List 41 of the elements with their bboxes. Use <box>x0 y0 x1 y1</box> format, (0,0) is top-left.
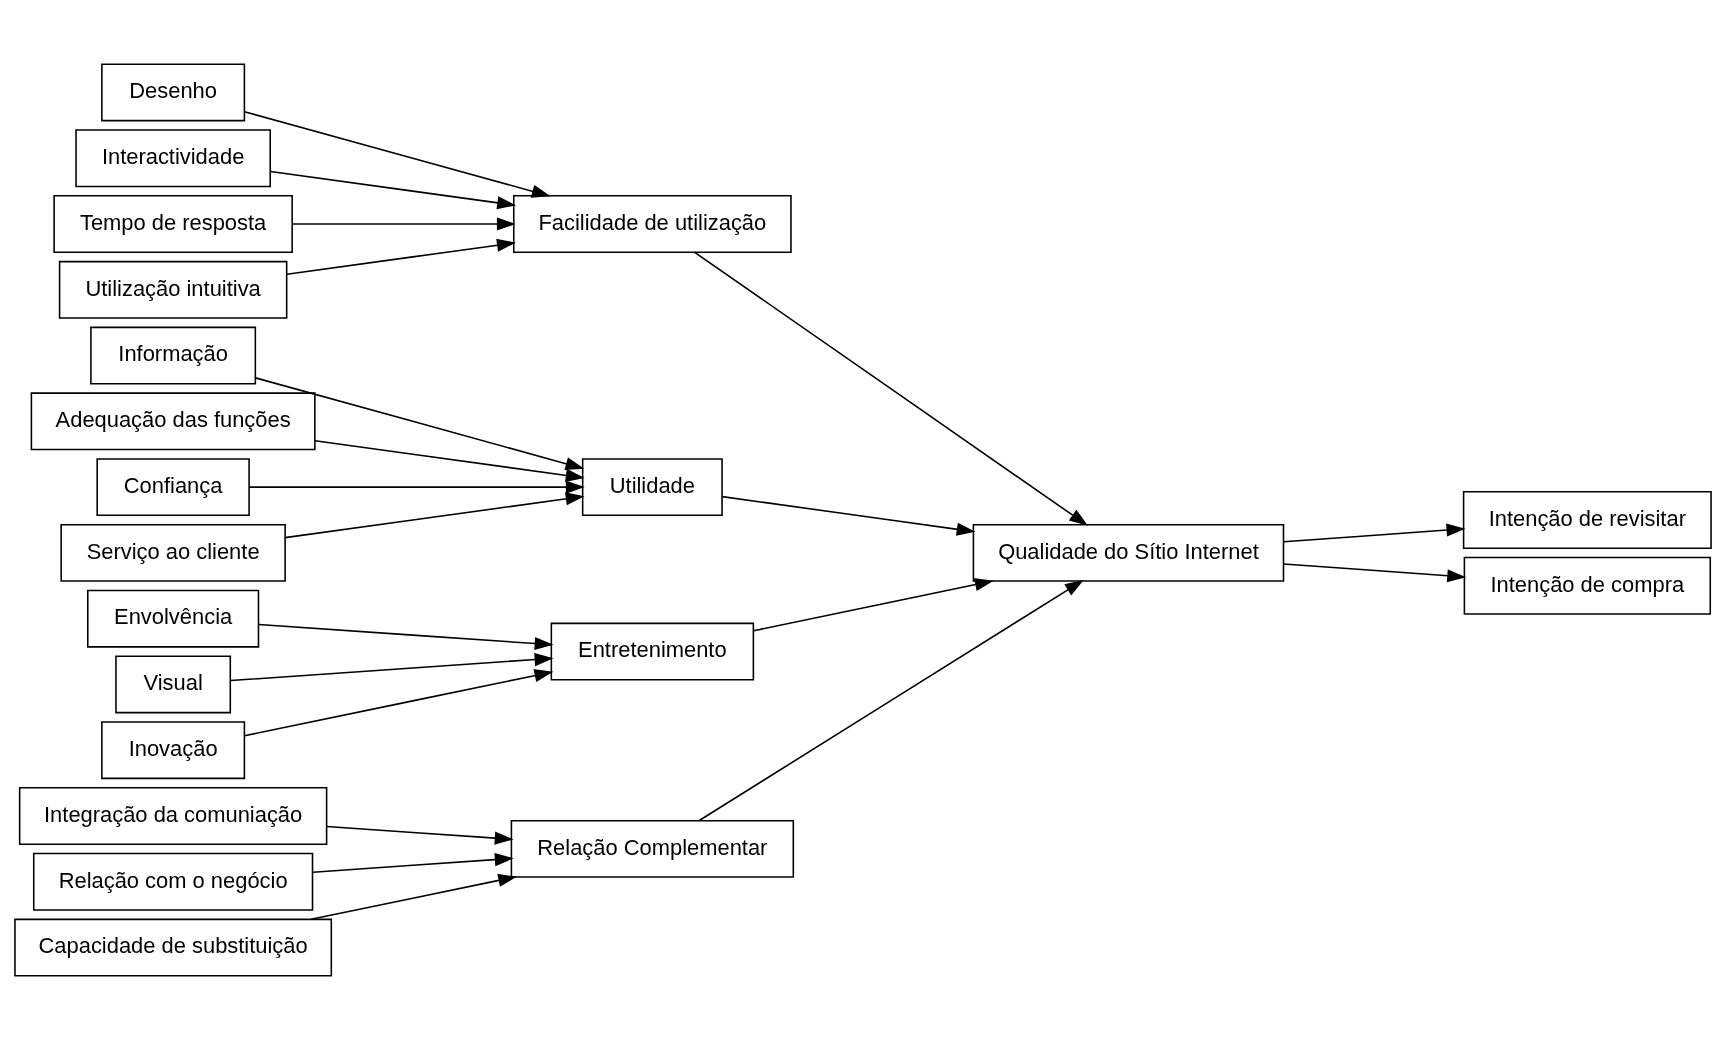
arrow <box>752 578 994 632</box>
node-box: Adequação das funções <box>30 392 316 451</box>
node-box: Integração da comuniação <box>18 787 328 845</box>
arrow <box>284 492 585 539</box>
arrow <box>229 653 554 682</box>
node-box: Serviço ao cliente <box>60 523 286 582</box>
node-box: Relação Complementar <box>510 819 795 878</box>
arrow <box>1282 563 1467 583</box>
node-box: Inovação <box>101 721 246 780</box>
arrow <box>243 669 554 737</box>
node-box: Facilidade de utilização <box>512 195 792 253</box>
arrow <box>1282 523 1466 543</box>
arrow <box>698 579 1084 822</box>
node-box: Visual <box>115 655 232 714</box>
node-box: Capacidade de substituição <box>14 918 333 977</box>
arrow <box>310 873 518 921</box>
arrow <box>286 238 516 276</box>
arrow <box>721 495 976 536</box>
node-box: Envolvência <box>87 589 260 648</box>
node-box: Confiança <box>96 458 250 517</box>
arrow <box>269 170 517 210</box>
node-box: Interactividade <box>75 129 271 188</box>
node-box: Informação <box>90 326 257 385</box>
arrow <box>254 377 585 471</box>
arrow <box>312 853 514 873</box>
arrow <box>314 439 585 482</box>
node-box: Utilização intuitiva <box>58 260 288 319</box>
node-box: Intenção de compra <box>1463 556 1712 615</box>
arrow <box>325 825 514 845</box>
arrow <box>243 110 551 198</box>
arrow <box>257 623 554 651</box>
arrow <box>291 217 516 231</box>
node-box: Utilidade <box>581 458 723 517</box>
node-box: Intenção de revisitar <box>1462 491 1712 549</box>
node-box: Entretenimento <box>550 622 755 681</box>
node-box: Desenho <box>101 63 246 122</box>
arrow <box>693 251 1089 526</box>
node-box: Relação com o negócio <box>32 852 314 911</box>
node-box: Qualidade do Sítio Internet <box>972 523 1285 582</box>
node-box: Tempo de resposta <box>53 195 293 253</box>
arrow <box>248 480 585 494</box>
